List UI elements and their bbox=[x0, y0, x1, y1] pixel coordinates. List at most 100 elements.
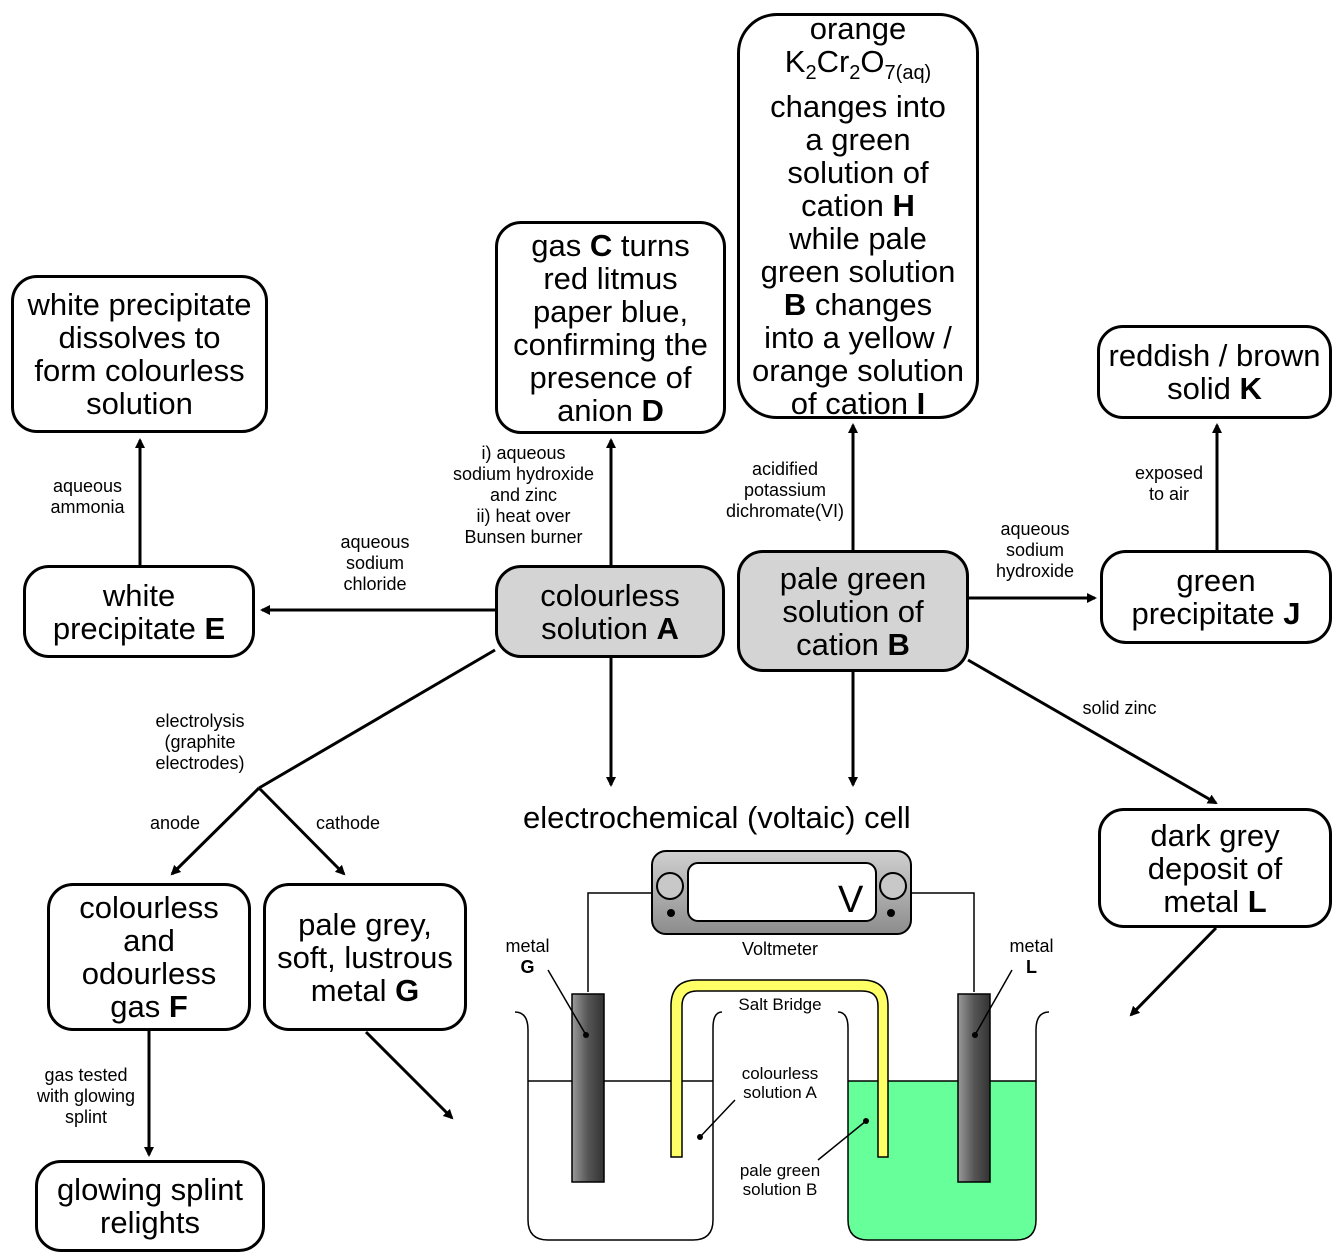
node-line: solution bbox=[86, 386, 193, 421]
label-line: and zinc bbox=[489, 485, 558, 505]
label-line: ii) heat over bbox=[476, 506, 571, 526]
label-line: aqueous bbox=[52, 476, 123, 496]
h-line-formula: K2Cr2O7(aq) bbox=[784, 43, 932, 85]
node-line: pale green bbox=[779, 560, 927, 596]
node-line: solid K bbox=[1167, 371, 1262, 406]
node-line: confirming the bbox=[513, 326, 708, 362]
node-line: dark grey bbox=[1150, 817, 1280, 853]
label-line: sodium bbox=[1005, 540, 1065, 560]
voltmeter-symbol: V bbox=[838, 879, 864, 921]
label-line: chloride bbox=[343, 574, 407, 594]
node-line: dissolves to bbox=[58, 320, 221, 355]
electrolysis-line bbox=[258, 648, 496, 790]
label-line: ammonia bbox=[50, 497, 125, 517]
label-line: cathode bbox=[315, 813, 381, 833]
label-line: potassium bbox=[743, 480, 827, 500]
h-line-11: orange solution bbox=[752, 353, 964, 389]
voltmeter-label: Voltmeter bbox=[741, 939, 819, 959]
label-line: gas tested bbox=[44, 1065, 128, 1085]
node-line: precipitate E bbox=[52, 610, 226, 646]
node-line: white precipitate bbox=[27, 287, 252, 322]
label-solid-zinc: solid zinc bbox=[1072, 698, 1167, 719]
label-line: sodium bbox=[345, 553, 405, 573]
h-line-10: into a yellow / bbox=[764, 320, 952, 356]
h-line-8: green solution bbox=[760, 254, 956, 290]
arrow-to-anode bbox=[170, 786, 261, 876]
node-line: presence of bbox=[529, 359, 692, 395]
label-line: dichromate(VI) bbox=[725, 501, 845, 521]
node-cation-h: orange K2Cr2O7(aq) changes into a green … bbox=[737, 10, 979, 422]
label-cathode: cathode bbox=[308, 813, 388, 834]
label-line: splint bbox=[64, 1107, 108, 1127]
voltmeter-display bbox=[687, 862, 877, 922]
label-line: hydroxide bbox=[995, 561, 1075, 581]
label-line: aqueous bbox=[340, 532, 410, 552]
arrow-b-to-l bbox=[967, 658, 1218, 805]
voltaic-cell bbox=[514, 850, 1050, 1241]
cell-title: electrochemical (voltaic) cell bbox=[523, 800, 911, 835]
node-line: soft, lustrous bbox=[277, 939, 453, 975]
node-line: and bbox=[123, 923, 175, 958]
node-line: anion D bbox=[557, 392, 664, 428]
label-line: L bbox=[1026, 957, 1037, 977]
h-line-7: while pale bbox=[789, 221, 927, 257]
label-line: sodium hydroxide bbox=[452, 464, 595, 484]
node-line: colourless bbox=[540, 577, 680, 613]
salt-bridge bbox=[670, 979, 889, 1158]
label-line: acidified bbox=[751, 459, 819, 479]
node-line: relights bbox=[100, 1205, 200, 1240]
h-line-3: changes into bbox=[770, 89, 946, 125]
label-line: exposed bbox=[1134, 463, 1204, 483]
salt-bridge-label: Salt Bridge bbox=[738, 995, 822, 1014]
h-line-5: solution of bbox=[787, 155, 929, 191]
arrow-to-cathode bbox=[257, 786, 346, 876]
node-line: metal L bbox=[1163, 883, 1267, 919]
h-line-1: orange bbox=[809, 10, 907, 46]
node-line: deposit of bbox=[1147, 850, 1283, 886]
node-line: pale grey, bbox=[298, 906, 432, 942]
node-line: cation B bbox=[796, 626, 910, 662]
label-line: aqueous bbox=[1000, 519, 1070, 539]
label-line: metal bbox=[1009, 936, 1054, 956]
label-line: colourless bbox=[741, 1064, 819, 1083]
h-line-6: cation H bbox=[801, 188, 915, 224]
node-line: green bbox=[1176, 563, 1256, 598]
solution-b-fill bbox=[848, 1081, 1036, 1240]
node-line: form colourless bbox=[34, 353, 245, 388]
h-line-12: of cation I bbox=[790, 386, 926, 422]
label-line: G bbox=[520, 957, 535, 977]
label-line: Bunsen burner bbox=[464, 527, 583, 547]
node-line: reddish / brown bbox=[1108, 338, 1321, 373]
node-line: white bbox=[102, 577, 176, 613]
label-line: with glowing bbox=[36, 1086, 136, 1106]
node-line: red litmus bbox=[543, 260, 678, 296]
h-line-9: B changes bbox=[783, 287, 933, 323]
node-line: paper blue, bbox=[532, 293, 689, 329]
electrode-g bbox=[571, 993, 605, 1183]
label-line: metal bbox=[505, 936, 550, 956]
label-anode: anode bbox=[140, 813, 210, 834]
label-line: solid zinc bbox=[1082, 698, 1157, 718]
electrode-l bbox=[957, 993, 991, 1183]
